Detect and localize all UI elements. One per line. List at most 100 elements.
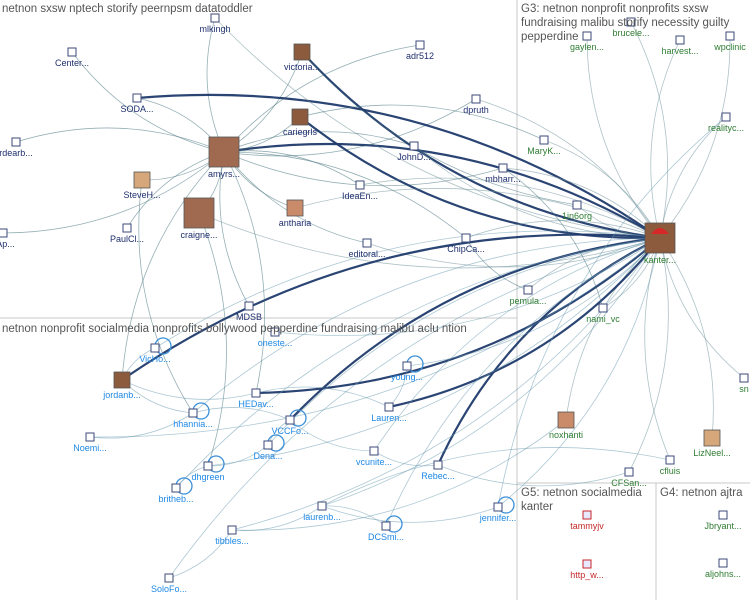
edge-solofo-tibbles [168, 529, 233, 579]
node-wpclinic[interactable]: wpclinic [713, 31, 746, 52]
node-mdsb[interactable]: MDSB [236, 301, 262, 322]
edge-tibbles-kanter [231, 237, 661, 531]
node-label: brucele... [612, 28, 649, 38]
node-dena[interactable]: Dena... [253, 434, 285, 461]
node-soda[interactable]: SODA... [120, 93, 154, 114]
node-brucele[interactable]: brucele... [612, 17, 650, 38]
node-victoria[interactable]: victoria... [284, 43, 320, 72]
node-label: jennifer... [479, 513, 517, 523]
node-hhannia[interactable]: hhannia... [173, 402, 213, 429]
node-vicho[interactable]: VicHo... [139, 337, 172, 364]
edge-layer [2, 17, 745, 579]
node-1in6org[interactable]: 1in6org [562, 200, 592, 221]
node-amyrs[interactable]: amyrs... [208, 136, 240, 179]
node-label: VCCFo... [271, 426, 308, 436]
edge-vicho-kanter [154, 230, 661, 349]
edge-kanter-brucele [630, 21, 669, 239]
node-label: SteveH... [123, 190, 160, 200]
node-realityc[interactable]: realityc... [708, 112, 744, 133]
node-label: harvest... [661, 46, 698, 56]
edge-jennifer-realityc [497, 116, 727, 508]
node-dcsmi[interactable]: DCSmi... [368, 515, 404, 542]
node-antharia[interactable]: antharia [279, 199, 312, 228]
square-icon [498, 163, 508, 173]
node-label: Dena... [253, 451, 282, 461]
node-vcunite[interactable]: vcunite... [356, 446, 392, 467]
square-icon [626, 17, 636, 27]
avatar-icon [183, 197, 215, 229]
square-icon [132, 93, 142, 103]
node-solofo[interactable]: SoloFo... [151, 573, 187, 594]
node-dhgreen[interactable]: dhgreen [191, 455, 225, 482]
node-dap[interactable]: dAp... [0, 228, 15, 249]
square-icon [244, 301, 254, 311]
edge-kanter-ideaen [359, 177, 661, 239]
square-icon [0, 228, 8, 238]
node-jennifer[interactable]: jennifer... [479, 496, 517, 523]
square-icon [171, 483, 181, 493]
node-noxhanti[interactable]: noxhanti [549, 411, 583, 440]
node-jbryant[interactable]: Jbryant... [704, 510, 742, 531]
edge-amyrs-center [71, 51, 225, 153]
node-steveh[interactable]: SteveH... [123, 171, 161, 200]
node-editoral[interactable]: editoral... [348, 238, 386, 259]
node-label: victoria... [284, 62, 320, 72]
edge-kanter-craigne [198, 212, 661, 269]
node-craigne[interactable]: craigne... [180, 197, 218, 240]
edge-rebec-cfsan [437, 464, 630, 487]
node-cfsan[interactable]: CFSan... [611, 467, 647, 488]
avatar-icon [133, 171, 151, 189]
node-oneste[interactable]: oneste... [258, 327, 293, 348]
node-jordanb[interactable]: jordanb... [102, 371, 141, 400]
node-label: cfluis [660, 466, 681, 476]
node-aljohns[interactable]: aljohns... [705, 558, 741, 579]
node-britheb[interactable]: britheb... [158, 477, 194, 504]
node-center[interactable]: Center... [55, 47, 89, 68]
node-hedav[interactable]: HEDav... [238, 388, 274, 409]
node-tibbles[interactable]: tibbles... [215, 525, 249, 546]
node-harvest[interactable]: harvest... [661, 35, 699, 56]
node-noemi[interactable]: Noemi... [73, 432, 107, 453]
node-rdearb[interactable]: rdearb... [0, 137, 33, 158]
node-rebec[interactable]: Rebec... [421, 460, 455, 481]
node-label: 1in6org [562, 211, 592, 221]
node-pemula[interactable]: pemula... [509, 285, 547, 306]
node-snx[interactable]: sn [739, 373, 749, 394]
square-icon [718, 558, 728, 568]
node-ideaen[interactable]: IdeaEn... [342, 180, 378, 201]
node-namivc[interactable]: nami_vc [586, 303, 620, 324]
node-mlkingh[interactable]: mlkingh [199, 13, 231, 34]
node-laurenb[interactable]: laurenb... [303, 501, 341, 522]
node-johnd[interactable]: JohnD... [397, 141, 431, 162]
node-adr512[interactable]: adr512 [406, 40, 434, 61]
square-icon [355, 180, 365, 190]
node-cariegrls[interactable]: cariegrls [283, 108, 318, 137]
node-paulcl[interactable]: PaulCl... [110, 223, 144, 244]
square-icon [739, 373, 749, 383]
square-icon [317, 501, 327, 511]
node-dpruth[interactable]: dpruth [463, 94, 489, 115]
node-vccfo[interactable]: VCCFo... [271, 409, 309, 436]
node-label: rdearb... [0, 148, 33, 158]
avatar-icon [113, 371, 131, 389]
edge-kanter-cfluis [644, 237, 671, 461]
node-chipca[interactable]: ChipCa... [447, 233, 485, 254]
edge-victoria-1in6org [301, 51, 578, 206]
edge-chipca-pemula [465, 237, 529, 291]
node-mbharr[interactable]: mbharr... [485, 163, 521, 184]
edge-amyrs-kanter [223, 142, 661, 239]
node-lizneel[interactable]: LizNeel... [693, 429, 731, 458]
edge-kanter-mlkingh [214, 17, 661, 239]
node-young[interactable]: young... [391, 355, 424, 382]
node-cfluis[interactable]: cfluis [660, 455, 681, 476]
node-lauren[interactable]: Lauren... [371, 402, 407, 423]
node-gaylen[interactable]: gaylen... [570, 31, 604, 52]
node-kanter[interactable]: kanter... [644, 222, 676, 265]
edge-kanter-maryk [543, 139, 661, 239]
node-tammyjv[interactable]: tammyjv [570, 510, 604, 531]
group-title-g5: G5: netnon socialmedia kanter [521, 487, 642, 513]
node-httpw[interactable]: http_w... [570, 559, 604, 580]
node-maryk[interactable]: MaryK... [527, 135, 561, 156]
edge-kanter-snx [659, 237, 745, 379]
